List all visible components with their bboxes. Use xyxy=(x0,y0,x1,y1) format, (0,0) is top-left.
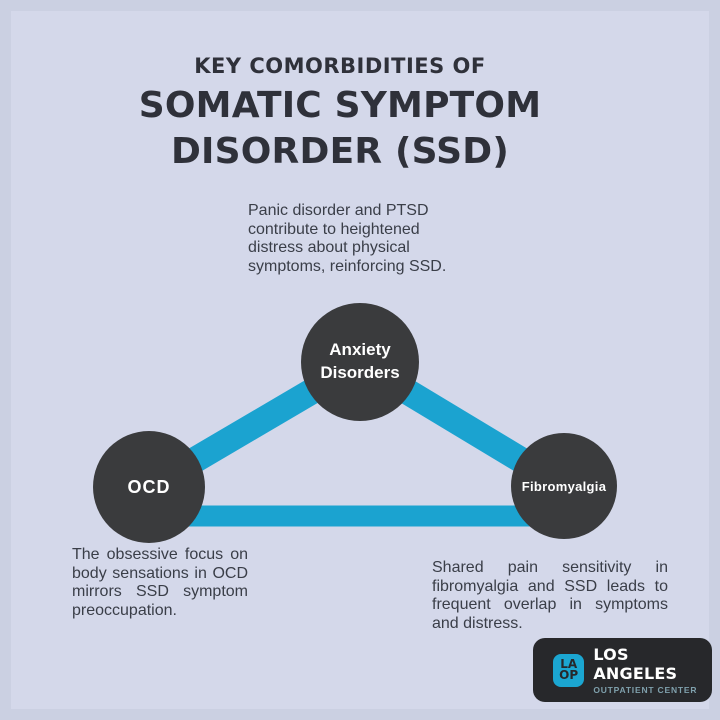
title-line-2: DISORDER (SSD) xyxy=(170,131,510,173)
fibromyalgia-note: Shared pain sensitivity in fibromyalgia … xyxy=(432,559,668,632)
title-block: KEY COMORBIDITIES OF SOMATIC SYMPTOM DIS… xyxy=(0,54,680,175)
title-line-1: SOMATIC SYMPTOM xyxy=(138,85,542,126)
laop-monogram-icon: LA OP xyxy=(553,653,585,687)
title-kicker: KEY COMORBIDITIES OF xyxy=(194,54,486,78)
page-title: SOMATIC SYMPTOM DISORDER (SSD) xyxy=(0,83,680,175)
laop-logo: LA OP LOS ANGELES OUTPATIENT CENTER xyxy=(533,638,712,702)
monogram-top: LA xyxy=(560,657,578,672)
monogram-bottom: OP xyxy=(559,668,579,682)
ocd-note: The obsessive focus on body sensations i… xyxy=(72,546,248,619)
logo-subtitle: OUTPATIENT CENTER xyxy=(593,685,698,695)
anxiety-note: Panic disorder and PTSD contribute to he… xyxy=(248,202,447,275)
logo-name: LOS ANGELES xyxy=(593,645,678,683)
logo-text: LOS ANGELES OUTPATIENT CENTER xyxy=(593,645,712,695)
